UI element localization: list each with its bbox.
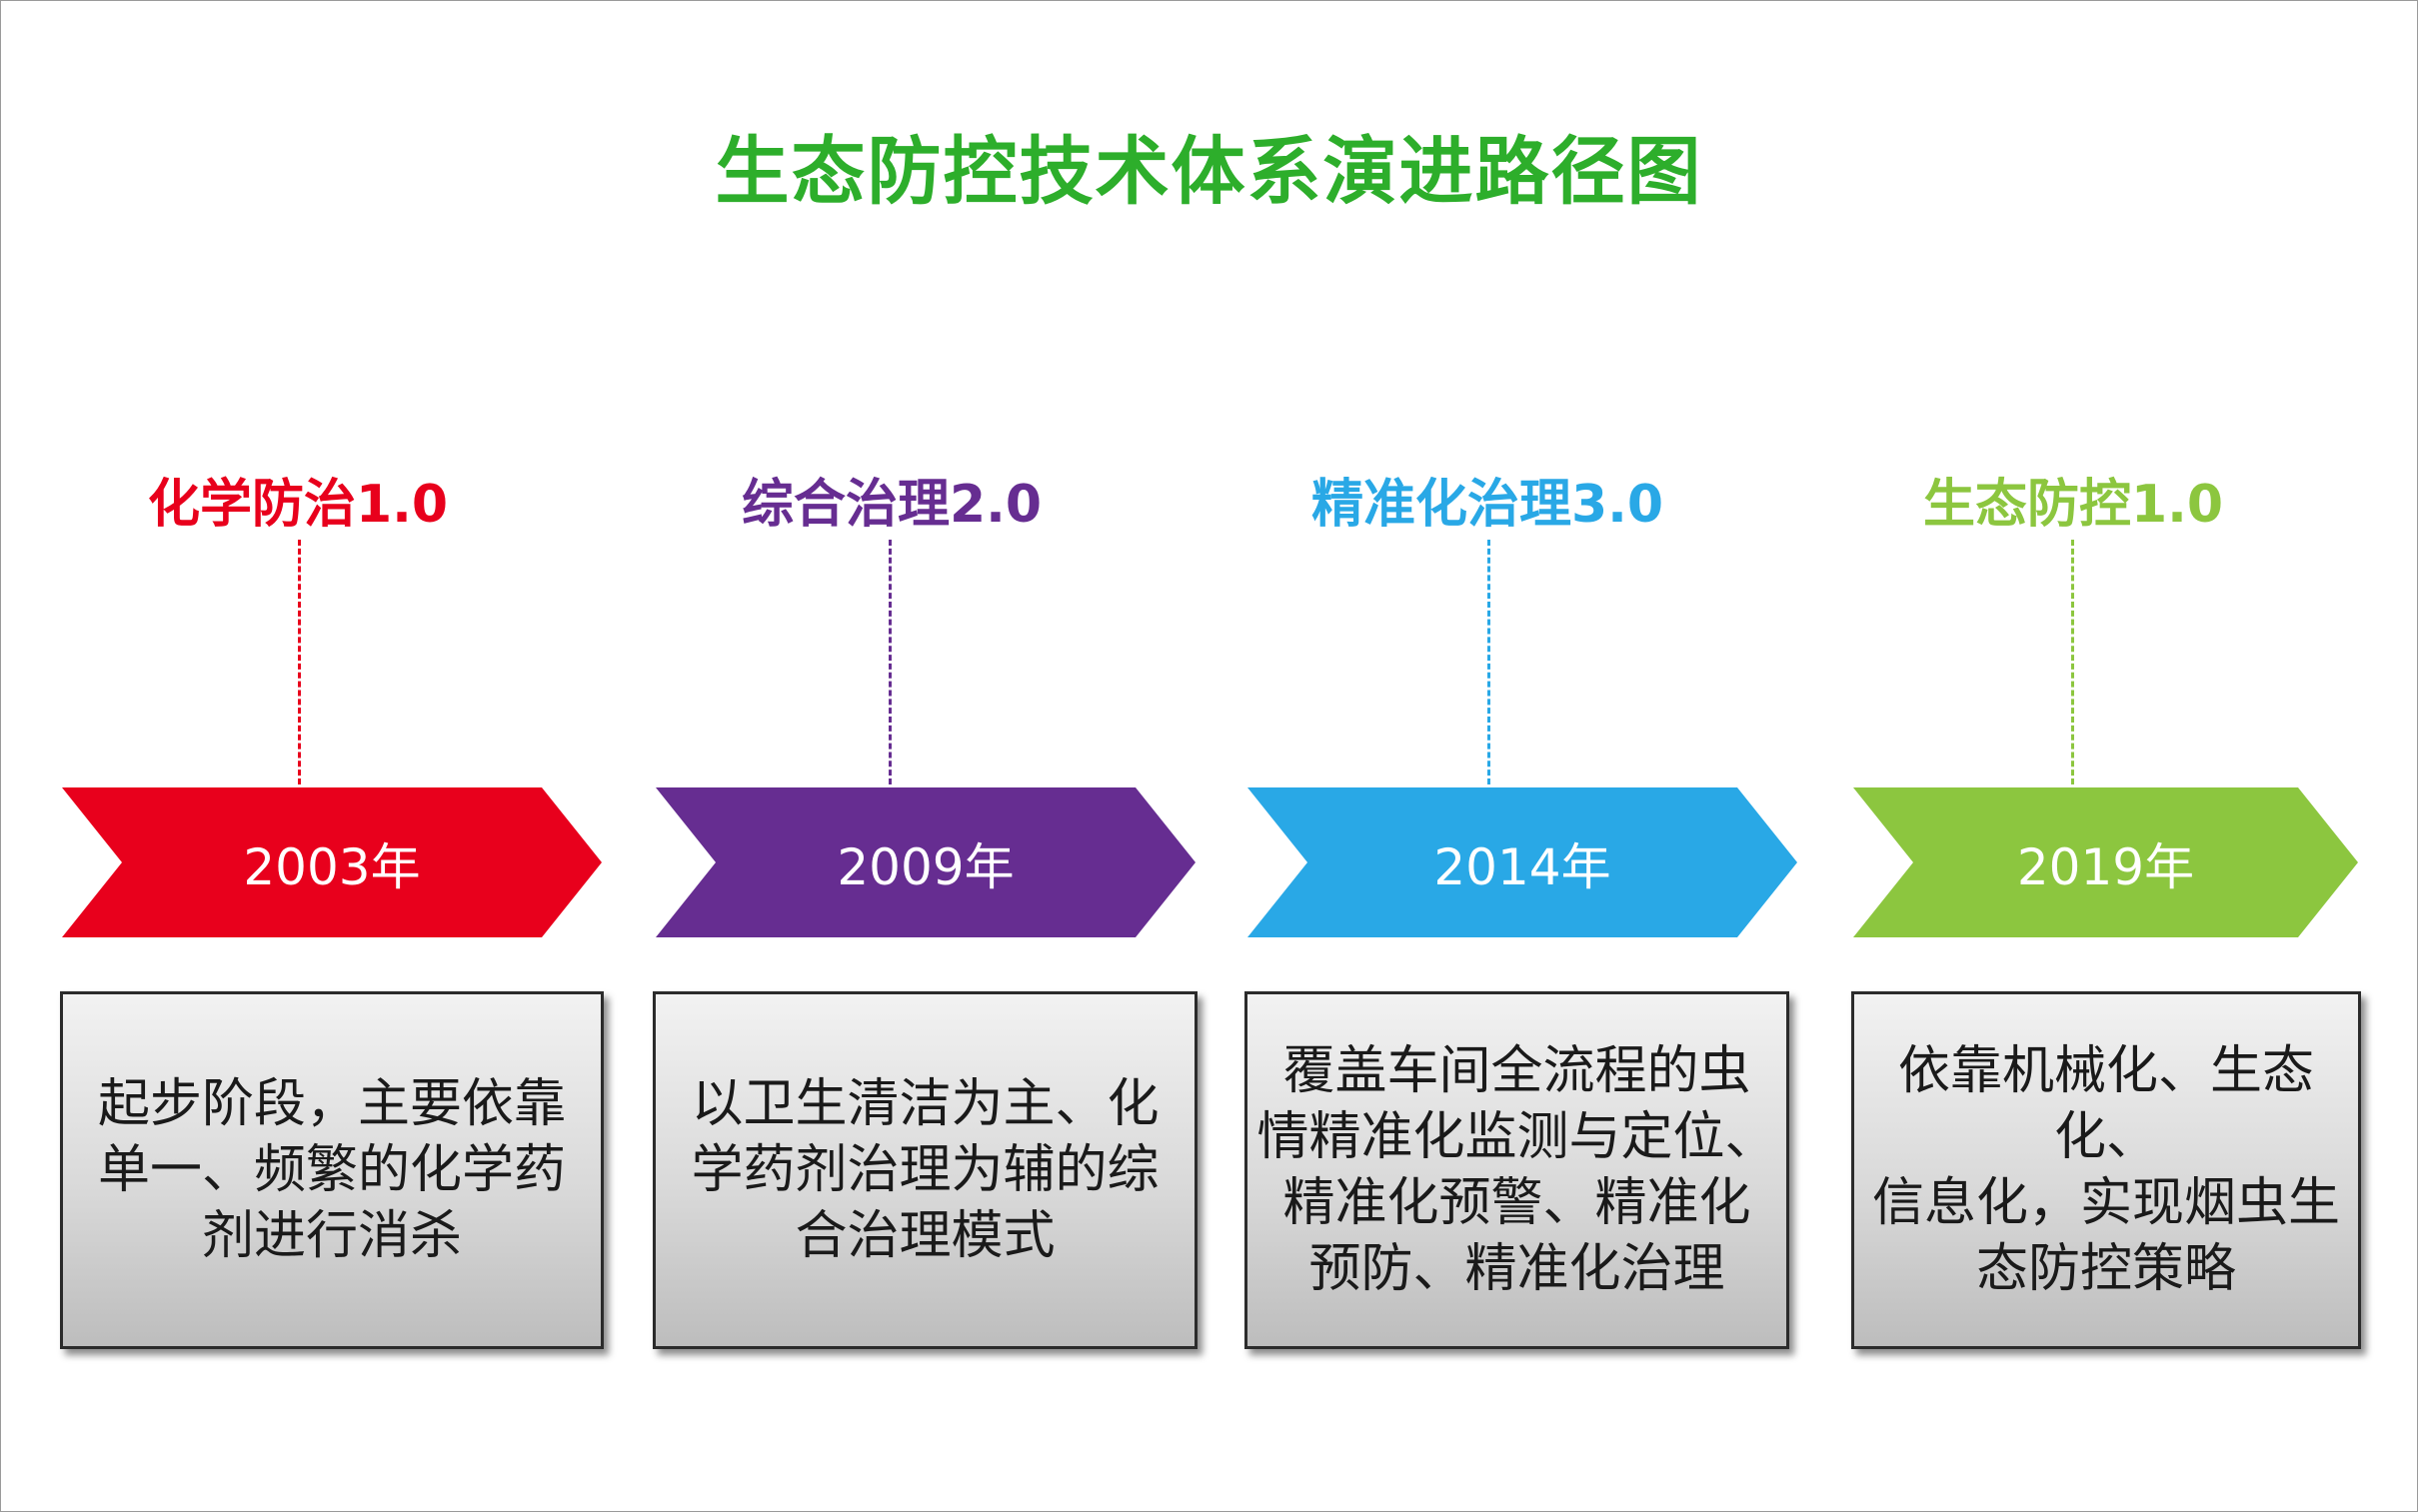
stage-description-line: 合治理模式 <box>795 1206 1056 1266</box>
stage-description-box-2: 以卫生清洁为主、化 学药剂治理为辅的综 合治理模式 <box>653 991 1198 1349</box>
stage-description-box-3: 覆盖车间全流程的虫 情精准化监测与定位、 精准化预警、精准化 预防、精准化治理 <box>1244 991 1789 1349</box>
stage-year-2: 2009年 <box>837 838 1015 896</box>
diagram-title: 生态防控技术体系演进路径图 <box>715 129 1703 215</box>
stage-chevron-1 <box>62 787 602 937</box>
stage-description-box-1: 起步阶段，主要依靠 单一、频繁的化学药 剂进行消杀 <box>60 991 604 1349</box>
chevron-shape-2 <box>656 787 1196 937</box>
stage-label-3: 精准化治理3.0 <box>1310 475 1664 535</box>
stage-description-line: 剂进行消杀 <box>201 1206 462 1266</box>
stage-year-1: 2003年 <box>243 838 421 896</box>
stage-chevron-2 <box>656 787 1196 937</box>
stage-connector-4 <box>2071 540 2074 784</box>
stage-description-2: 以卫生清洁为主、化 学药剂治理为辅的综 合治理模式 <box>685 1071 1165 1269</box>
stage-description-4: 依靠机械化、生态化、 信息化，实现烟虫生 态防控策略 <box>1854 1038 2358 1302</box>
stage-label-1: 化学防治1.0 <box>147 475 449 535</box>
stage-description-3: 覆盖车间全流程的虫 情精准化监测与定位、 精准化预警、精准化 预防、精准化治理 <box>1250 1038 1782 1302</box>
stage-chevron-4 <box>1853 787 2358 937</box>
stage-description-line: 起步阶段，主要依靠 <box>97 1074 566 1134</box>
stage-description-line: 单一、频繁的化学药 <box>97 1140 566 1200</box>
stage-year-3: 2014年 <box>1433 838 1611 896</box>
chevron-shape-4 <box>1853 787 2358 937</box>
stage-description-line: 态防控策略 <box>1975 1239 2236 1299</box>
stage-description-line: 学药剂治理为辅的综 <box>691 1140 1160 1200</box>
stage-connector-2 <box>889 540 892 784</box>
stage-description-line: 覆盖车间全流程的虫 <box>1282 1041 1751 1101</box>
stage-label-2: 综合治理2.0 <box>741 475 1043 535</box>
stage-description-line: 精准化预警、精准化 <box>1282 1173 1751 1233</box>
stage-label-4: 生态防控1.0 <box>1922 475 2224 535</box>
stage-description-line: 预防、精准化治理 <box>1308 1239 1725 1299</box>
stage-description-1: 起步阶段，主要依靠 单一、频繁的化学药 剂进行消杀 <box>92 1071 572 1269</box>
chevron-shape-1 <box>62 787 602 937</box>
stage-description-line: 以卫生清洁为主、化 <box>691 1074 1160 1134</box>
chevron-shape-3 <box>1247 787 1797 937</box>
stage-description-line: 信息化，实现烟虫生 <box>1871 1173 2340 1233</box>
stage-description-line: 情精准化监测与定位、 <box>1256 1107 1777 1167</box>
stage-connector-3 <box>1487 540 1490 784</box>
stage-description-box-4: 依靠机械化、生态化、 信息化，实现烟虫生 态防控策略 <box>1851 991 2361 1349</box>
stage-chevron-3 <box>1247 787 1797 937</box>
stage-connector-1 <box>298 540 301 784</box>
stage-year-4: 2019年 <box>2016 838 2195 896</box>
stage-description-line: 依靠机械化、生态化、 <box>1897 1041 2314 1167</box>
